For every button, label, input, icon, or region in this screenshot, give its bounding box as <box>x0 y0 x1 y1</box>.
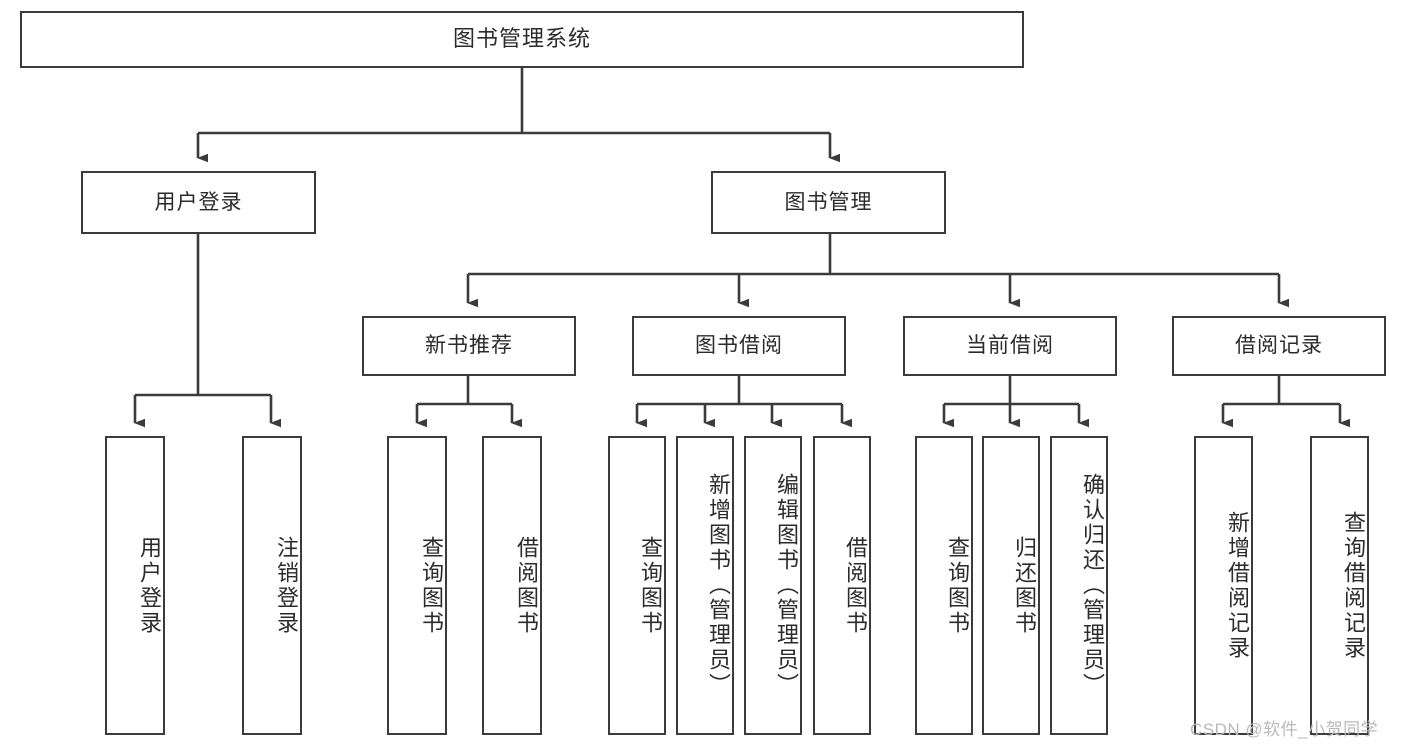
leaf-add-book-admin[interactable]: 新增图书（管理员） <box>676 436 734 735</box>
leaf-query-book-newbook[interactable]: 查询图书 <box>387 436 447 735</box>
leaf-query-book-current[interactable]: 查询图书 <box>915 436 973 735</box>
leaf-return-book[interactable]: 归还图书 <box>982 436 1040 735</box>
leaf-edit-book-admin[interactable]: 编辑图书（管理员） <box>744 436 802 735</box>
node-root[interactable]: 图书管理系统 <box>20 11 1024 68</box>
leaf-user-login[interactable]: 用户登录 <box>105 436 165 735</box>
leaf-borrow-book-newbook[interactable]: 借阅图书 <box>482 436 542 735</box>
leaf-borrow-book-borrow[interactable]: 借阅图书 <box>813 436 871 735</box>
leaf-query-book-borrow[interactable]: 查询图书 <box>608 436 666 735</box>
leaf-confirm-return-admin[interactable]: 确认归还（管理员） <box>1050 436 1108 735</box>
node-new-book-recommend[interactable]: 新书推荐 <box>362 316 576 376</box>
watermark-text: CSDN @软件_小贺同学 <box>1190 720 1379 739</box>
node-user-login[interactable]: 用户登录 <box>81 171 316 234</box>
node-borrow-record[interactable]: 借阅记录 <box>1172 316 1386 376</box>
leaf-logout[interactable]: 注销登录 <box>242 436 302 735</box>
node-current-borrow[interactable]: 当前借阅 <box>903 316 1117 376</box>
node-book-management[interactable]: 图书管理 <box>711 171 946 234</box>
node-book-borrow[interactable]: 图书借阅 <box>632 316 846 376</box>
leaf-add-borrow-record[interactable]: 新增借阅记录 <box>1194 436 1253 735</box>
leaf-query-borrow-record[interactable]: 查询借阅记录 <box>1310 436 1369 735</box>
